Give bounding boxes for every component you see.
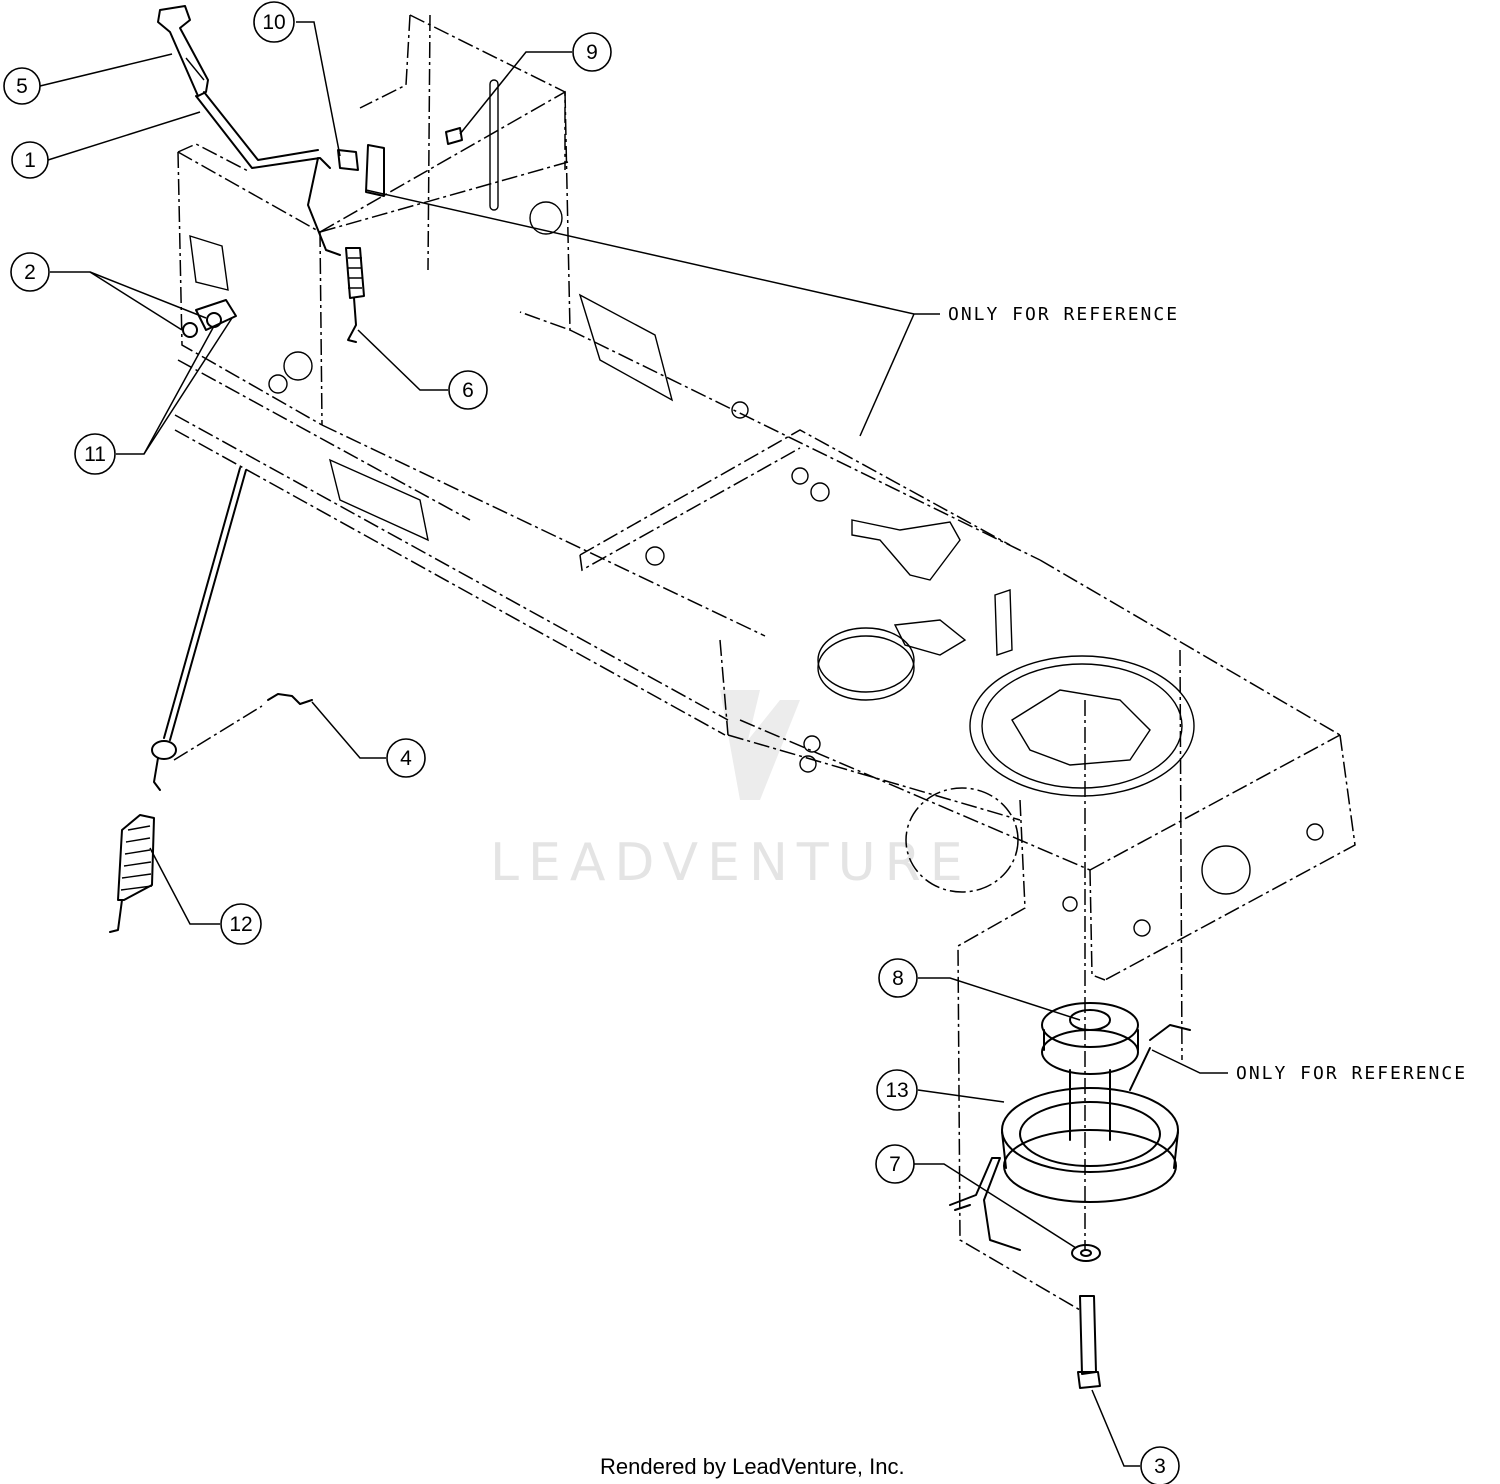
callout-label-2: 2 (24, 261, 36, 284)
callout-3: 3 (1140, 1446, 1180, 1484)
callout-12: 12 (220, 903, 262, 945)
callout-1: 1 (11, 141, 49, 179)
callout-label-7: 7 (889, 1153, 901, 1176)
pulley-assembly (1001, 1002, 1191, 1203)
leader-9 (459, 51, 572, 135)
leader-11a (116, 325, 215, 455)
callout-4: 4 (386, 738, 426, 778)
callout-label-13: 13 (885, 1079, 908, 1102)
callout-label-6: 6 (462, 379, 474, 402)
rendered-by-footer: Rendered by LeadVenture, Inc. (600, 1454, 905, 1479)
leader-ref-upper-a (365, 189, 940, 315)
leader-12 (149, 847, 220, 925)
leader-ref-upper-b (859, 313, 915, 437)
watermark: LEADVENTURE (490, 690, 972, 893)
lever-handle-grip (157, 5, 209, 97)
callout-10: 10 (253, 1, 295, 43)
upper-frame (177, 14, 571, 426)
callout-label-3: 3 (1154, 1455, 1166, 1478)
upper-hardware (337, 127, 463, 343)
callout-13: 13 (876, 1069, 918, 1111)
callout-label-9: 9 (586, 41, 598, 64)
clutch-cable (109, 467, 247, 933)
lever-rod (195, 91, 341, 256)
callout-5: 5 (3, 67, 41, 105)
leader-2b (89, 271, 207, 319)
callout-7: 7 (875, 1144, 915, 1184)
leader-ref-lower (1151, 1049, 1228, 1074)
callout-label-12: 12 (229, 913, 252, 936)
callout-label-5: 5 (16, 75, 28, 98)
callout-6: 6 (448, 370, 488, 410)
idler-hardware (949, 1157, 1101, 1262)
reference-note-lower: ONLY FOR REFERENCE (1236, 1063, 1467, 1084)
callout-label-10: 10 (262, 11, 285, 34)
main-frame (174, 293, 1356, 1311)
leader-6 (357, 329, 448, 391)
shoulder-bolt (1077, 1295, 1101, 1389)
callout-2: 2 (10, 252, 50, 292)
callout-label-8: 8 (892, 967, 904, 990)
reference-note-upper: ONLY FOR REFERENCE (948, 304, 1179, 325)
leader-lines (39, 21, 1228, 1467)
leader-7 (914, 1163, 1077, 1249)
callout-11: 11 (74, 433, 116, 475)
leader-5 (39, 53, 173, 87)
leader-1 (47, 111, 201, 161)
leader-11b (143, 317, 233, 455)
callout-label-1: 1 (24, 149, 36, 172)
leader-13 (917, 1089, 1005, 1103)
leader-3 (1091, 1389, 1140, 1467)
hairpin-clip (173, 693, 313, 761)
side-hardware (182, 299, 237, 338)
leader-4 (311, 701, 386, 759)
callout-8: 8 (878, 958, 918, 998)
callout-label-4: 4 (400, 747, 412, 770)
callout-label-11: 11 (84, 443, 106, 466)
watermark-text: LEADVENTURE (490, 833, 972, 893)
callout-9: 9 (572, 32, 612, 72)
leader-8 (918, 977, 1081, 1021)
leader-10 (296, 21, 341, 157)
